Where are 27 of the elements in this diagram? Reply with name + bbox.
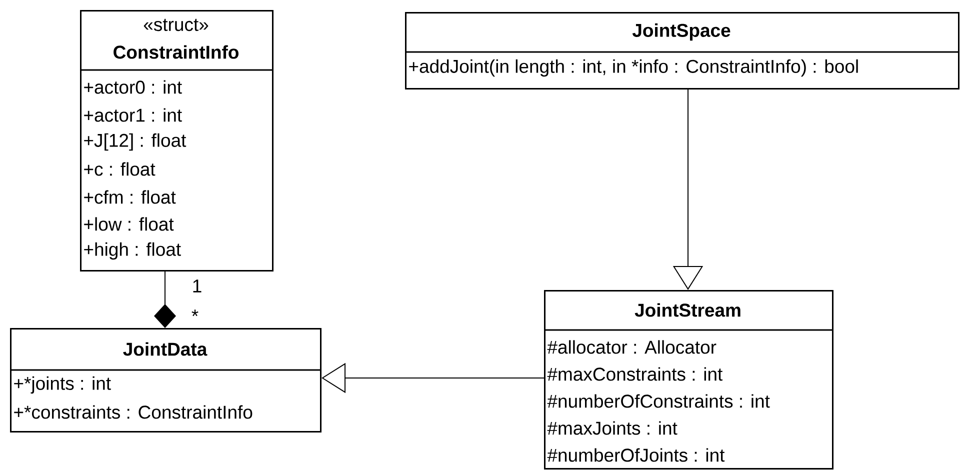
member-text: +*constraints : ConstraintInfo [14,405,252,419]
member-text: +actor0 : int [84,80,182,94]
class-name: JointStream [634,303,740,317]
stereotype-label: «struct» [144,18,208,32]
member-text: +*joints : int [14,376,111,394]
member-text: #maxJoints : int [547,421,678,435]
class-name: ConstraintInfo [114,45,238,59]
member-text: +J[12] : float [84,133,186,151]
member-text: #numberOfJoints : int [547,448,725,462]
member-text: #allocator : Allocator [547,340,716,354]
class-box [544,290,834,470]
member-text: +high : float [84,242,181,260]
member-text: +low : float [84,217,174,231]
multiplicity-label: * [192,310,198,316]
member-text: #maxConstraints : int [547,367,723,381]
class-box [405,12,960,90]
member-text: #numberOfConstraints : int [547,394,770,408]
member-text: +addJoint(in length : int, in *info : ConstraintInfo) : bool [409,59,858,77]
class-box [10,328,322,432]
member-text: +actor1 : int [84,108,182,122]
member-text: +cfm : float [84,190,176,204]
class-name: JointSpace [632,23,730,41]
class-box [80,10,274,272]
class-name: JointData [123,342,208,356]
multiplicity-label: 1 [193,280,202,292]
composition-line [154,271,176,328]
member-text: +c : float [84,162,156,176]
